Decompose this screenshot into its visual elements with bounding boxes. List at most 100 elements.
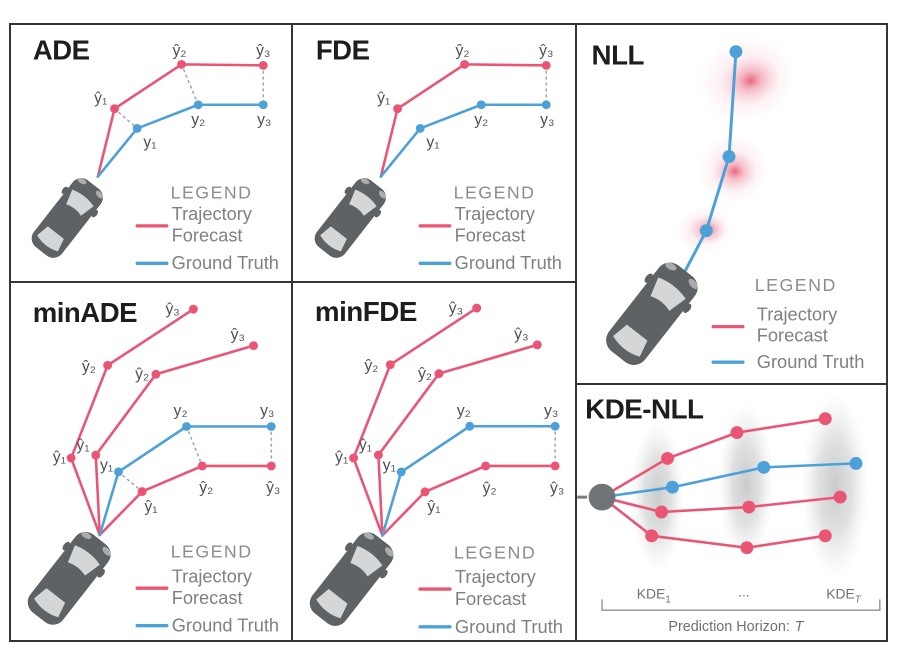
legend-heading: LEGEND [454, 182, 536, 202]
panel-min-fde: minFDE ŷ₁ ŷ₁ ŷ₁ ŷ₂ ŷ₂ ŷ₂ ŷ₃ [293, 283, 577, 642]
forecast-point [103, 360, 113, 370]
ground-truth-point [415, 123, 425, 133]
ground-truth-trajectory [98, 425, 273, 537]
legend-ground-truth-label: Ground Truth [172, 253, 279, 273]
ground-truth-point [258, 100, 268, 110]
displacement-error-line [185, 425, 204, 467]
legend-ground-truth-label: Ground Truth [757, 351, 865, 372]
point-label-y2: y₂ [457, 402, 471, 419]
forecast-point [645, 529, 659, 543]
point-label-y3: y₃ [260, 403, 274, 420]
kde-ellipse [801, 392, 869, 580]
point-label-yhat1: ŷ₁ [144, 498, 157, 515]
point-label-yhat1: ŷ₁ [377, 90, 390, 107]
forecast-point [541, 60, 551, 70]
kde-ellipse [630, 420, 685, 572]
point-label-yhat3: ŷ₃ [449, 300, 463, 317]
panel-kde-nll: KDE-NLL KDE1 ... KDET Prediction Horizon… [577, 385, 888, 642]
panel-title: minADE [33, 297, 137, 328]
ade-diagram: ADE ŷ₁ ŷ₂ ŷ₃ y₁ y₂ y₃ LEGEND Trajectory [24, 34, 279, 273]
point-label-y2: y₂ [174, 403, 188, 420]
kde-nll-diagram: KDE-NLL KDE1 ... KDET Prediction Horizon… [577, 392, 881, 635]
forecast-point [434, 369, 444, 379]
legend-ground-truth-label: Ground Truth [455, 616, 563, 637]
forecast-trajectory [352, 306, 478, 537]
point-label-yhat1: ŷ₁ [359, 437, 372, 454]
ground-truth-point [266, 422, 276, 431]
forecast-trajectory [96, 63, 265, 178]
car-icon [307, 171, 394, 265]
point-label-y2: y₂ [191, 111, 205, 128]
uncertainty-blob-core [712, 150, 758, 193]
legend-forecast-label-1: Trajectory [172, 204, 253, 224]
legend-heading: LEGEND [454, 542, 536, 562]
forecast-point [258, 60, 268, 70]
point-label-y3: y₃ [544, 402, 558, 419]
forecast-point [550, 461, 560, 471]
point-label-yhat3: ŷ₃ [550, 480, 564, 497]
legend: LEGEND Trajectory Forecast Ground Truth [135, 542, 279, 636]
nll-diagram: NLL LEGEND Trajectory Forecast Ground Tr… [592, 33, 865, 374]
forecast-trajectory [94, 344, 255, 537]
legend: LEGEND Trajectory Forecast Ground Truth [711, 275, 865, 372]
legend-forecast-label-2: Forecast [172, 587, 243, 608]
legend-forecast-label-1: Trajectory [757, 304, 838, 325]
point-label-yhat1: ŷ₁ [427, 499, 440, 516]
ground-truth-point [757, 460, 771, 474]
forecast-point [91, 450, 101, 460]
legend-forecast-label-1: Trajectory [455, 204, 536, 224]
forecast-point [481, 461, 491, 471]
ground-truth-trajectory [96, 103, 265, 178]
point-label-yhat1: ŷ₁ [76, 437, 89, 454]
ground-truth-trajectory [683, 50, 738, 274]
min-fde-diagram: minFDE ŷ₁ ŷ₁ ŷ₁ ŷ₂ ŷ₂ ŷ₂ ŷ₃ [301, 296, 564, 637]
forecast-trajectory [600, 417, 827, 499]
displacement-error-line [117, 471, 143, 493]
point-label-yhat2: ŷ₂ [483, 480, 497, 497]
forecast-trajectory [379, 63, 548, 178]
point-label-yhat3: ŷ₃ [514, 326, 528, 343]
forecast-point [110, 104, 119, 114]
forecast-point [349, 453, 359, 463]
point-label-y3: y₃ [257, 111, 271, 128]
forecast-point [740, 541, 754, 555]
legend-forecast-label-2: Forecast [172, 226, 243, 246]
prediction-horizon-label: Prediction Horizon:T [668, 619, 804, 635]
point-label-yhat1: ŷ₁ [335, 449, 348, 466]
forecast-point [66, 453, 76, 463]
forecast-point [266, 461, 276, 471]
legend-ground-truth-label: Ground Truth [455, 253, 562, 273]
point-label-y1: y₁ [383, 457, 396, 474]
kde-ellipsis-label: ... [738, 583, 750, 599]
kde-first-label: KDE1 [637, 585, 672, 605]
forecast-point [655, 505, 668, 519]
displacement-error-line [180, 63, 200, 106]
legend-heading: LEGEND [755, 275, 837, 295]
legend-heading: LEGEND [171, 182, 253, 202]
forecast-point [818, 412, 832, 426]
forecast-point [730, 426, 744, 440]
point-label-y2: y₂ [474, 111, 488, 128]
ground-truth-point [132, 123, 142, 133]
forecast-point [661, 451, 674, 465]
point-label-yhat1: ŷ₁ [53, 449, 66, 466]
ground-truth-point [476, 100, 486, 110]
forecast-point [373, 450, 383, 460]
point-label-yhat3: ŷ₃ [256, 43, 270, 60]
point-label-yhat2: ŷ₂ [456, 43, 470, 60]
forecast-point [188, 304, 198, 314]
panel-title: FDE [316, 34, 370, 65]
horizon-bracket [601, 599, 881, 611]
forecast-point [137, 487, 147, 497]
forecast-point [197, 461, 207, 471]
ground-truth-point [193, 100, 203, 110]
forecast-trajectory [381, 464, 557, 537]
point-label-yhat1: ŷ₁ [94, 90, 107, 107]
ground-truth-point [550, 421, 560, 431]
forecast-point [385, 360, 395, 370]
panel-fde: FDE ŷ₁ ŷ₂ ŷ₃ y₁ y₂ y₃ LEGEND Trajectory … [293, 23, 577, 283]
legend-forecast-label-1: Trajectory [172, 565, 253, 586]
legend-heading: LEGEND [171, 542, 253, 562]
point-label-y1: y₁ [143, 134, 156, 151]
forecast-trajectory [98, 464, 273, 537]
